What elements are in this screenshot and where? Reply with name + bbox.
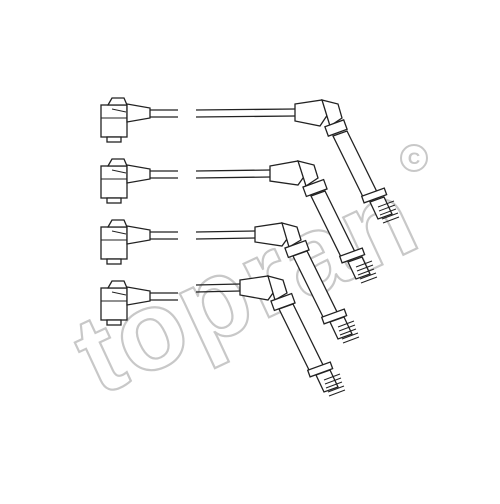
ignition-cable-1 [100, 97, 400, 224]
wire-segment-right [195, 283, 241, 286]
plug-connector-boot [239, 275, 346, 397]
wire-segment-right [195, 230, 256, 233]
wire-segment-right [195, 169, 271, 172]
plug-connector-boot [254, 222, 360, 344]
terminal-spring [323, 373, 346, 397]
ignition-cable-3 [100, 219, 360, 344]
terminal-spring [355, 260, 378, 284]
terminal-spring [377, 200, 400, 224]
terminal-spring [337, 320, 360, 344]
copyright-symbol-circle [400, 144, 428, 172]
wire-segment-right [195, 108, 296, 111]
ignition-cable-4 [100, 275, 346, 397]
coil-connector-boot [100, 97, 151, 143]
plug-connector-boot [294, 99, 400, 224]
coil-connector-boot [100, 219, 151, 265]
coil-connector-boot [100, 280, 151, 326]
copyright-symbol: C [408, 149, 420, 168]
plug-connector-boot [269, 160, 378, 284]
coil-connector-boot [100, 158, 151, 204]
ignition-cable-2 [100, 158, 378, 284]
